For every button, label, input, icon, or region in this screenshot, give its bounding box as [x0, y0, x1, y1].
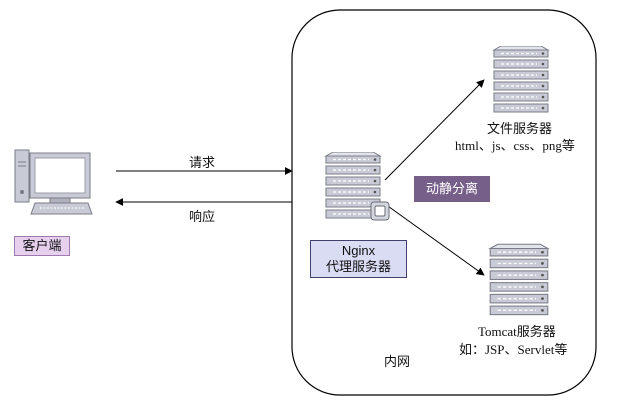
nginx-title: Nginx	[341, 243, 376, 258]
tomcat-server-title: Tomcat服务器	[478, 324, 556, 339]
nginx-subtitle: 代理服务器	[325, 259, 391, 274]
response-label: 响应	[189, 209, 216, 224]
desktop-computer-icon	[14, 149, 93, 215]
file-server-title: 文件服务器	[487, 121, 553, 136]
request-label: 请求	[189, 155, 216, 170]
arrow-to-tomcat-server	[384, 203, 485, 276]
file-server-subtitle: html、js、css、png等	[455, 138, 575, 153]
client-label: 客户端	[14, 236, 70, 256]
nginx-server-icon	[325, 152, 390, 221]
nginx-proxy-box: Nginx 代理服务器	[310, 240, 407, 278]
tomcat-server-subtitle: 如：JSP、Servlet等	[459, 342, 568, 357]
dynamic-static-separation-badge: 动静分离	[414, 176, 490, 202]
tomcat-server-icon	[489, 243, 549, 316]
file-server-icon	[493, 46, 549, 113]
internal-network-label: 内网	[384, 354, 411, 369]
arrow-to-file-server	[384, 79, 485, 181]
